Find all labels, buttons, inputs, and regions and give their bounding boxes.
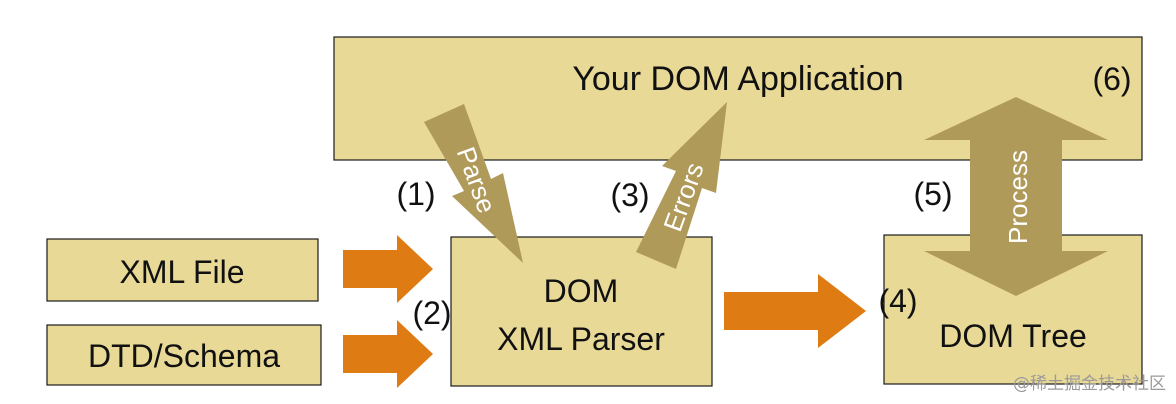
xml-file-label: XML File: [119, 254, 244, 290]
step-5-label: (5): [913, 176, 952, 212]
process-arrow: Process: [924, 97, 1108, 296]
dom-application-label: Your DOM Application: [572, 60, 903, 98]
step-2-label: (2): [412, 295, 451, 331]
dtd-schema-label: DTD/Schema: [88, 338, 280, 374]
dom-tree-label: DOM Tree: [939, 318, 1087, 354]
step-4-label: (4): [878, 283, 917, 319]
parser-label-line2: XML Parser: [497, 321, 665, 357]
xml-file-box: XML File: [46, 238, 319, 302]
build-tree-arrow: [724, 274, 866, 348]
parser-label-line1: DOM: [544, 273, 619, 309]
step-6-label: (6): [1092, 61, 1131, 97]
process-arrow-label: Process: [1003, 150, 1033, 244]
dtd-schema-box: DTD/Schema: [46, 324, 322, 386]
dtd-schema-input-arrow: [343, 320, 433, 388]
watermark-text: @稀土掘金技术社区: [1013, 374, 1166, 394]
xml-file-input-arrow: [343, 235, 433, 303]
step-3-label: (3): [610, 177, 649, 213]
step-1-label: (1): [396, 176, 435, 212]
